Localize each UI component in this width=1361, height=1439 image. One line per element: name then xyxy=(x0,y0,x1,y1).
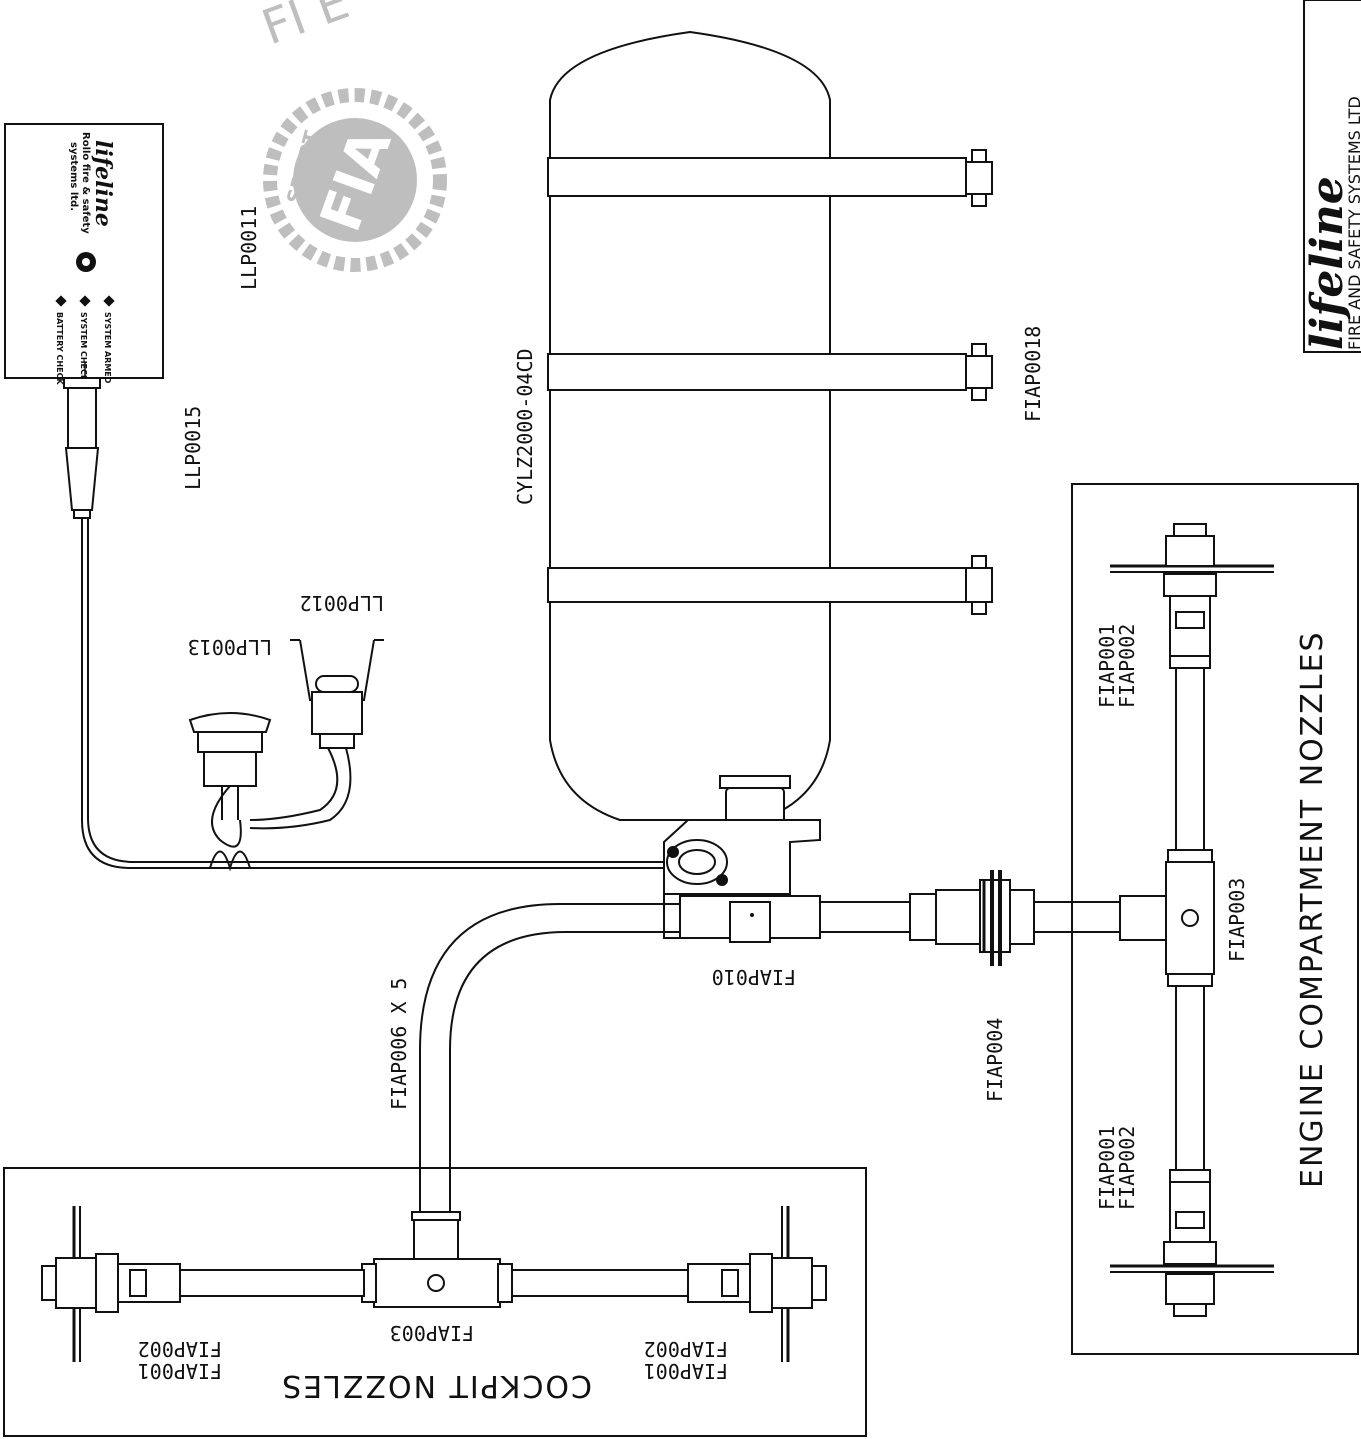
label-pull-handle: LLP0013 xyxy=(188,635,272,659)
label-control-box: LLP0011 xyxy=(237,206,261,290)
label-cylinder: CYLZ2000-04CD xyxy=(513,348,537,505)
label-cockpit-nozzle-left-a: FIAP001 xyxy=(138,1359,222,1383)
cockpit-nozzles-section xyxy=(3,1167,867,1437)
engine-tee-assembly xyxy=(1119,655,1215,1183)
extinguisher-cylinder xyxy=(547,30,993,825)
lifeline-logo-block: lifeline FIRE AND SAFETY SYSTEMS LTD xyxy=(1302,0,1361,353)
label-engine-nozzle-top-b: FIAP002 xyxy=(1115,624,1139,708)
label-engine-nozzle-bottom-b: FIAP002 xyxy=(1115,1126,1139,1210)
indicator-check-label: SYSTEM CHECK xyxy=(79,312,88,382)
gauge-bezel xyxy=(719,775,791,789)
cylinder-valve xyxy=(663,819,821,943)
cockpit-nozzle-left xyxy=(41,1206,181,1362)
logo-brand: lifeline xyxy=(1302,176,1353,350)
label-cockpit-nozzle-right-b: FIAP002 xyxy=(644,1337,728,1361)
indicator-armed-label: SYSTEM ARMED xyxy=(103,312,112,384)
cockpit-section-title: COCKPIT NOZZLES xyxy=(280,1368,592,1403)
cylinder-strap xyxy=(547,555,993,615)
label-control-cable: LLP0015 xyxy=(181,406,205,490)
cockpit-tee-assembly xyxy=(179,1211,689,1308)
label-engine-tee: FIAP003 xyxy=(1225,878,1249,962)
fia-watermark-seal: FIA SPORT FI E xyxy=(255,0,447,272)
control-cable xyxy=(63,377,680,869)
engine-nozzle-top xyxy=(1110,523,1274,657)
engine-section-title: ENGINE COMPARTMENT NOZZLES xyxy=(1295,630,1330,1188)
label-pipe: FIAP006 X 5 xyxy=(387,978,411,1110)
pressure-gauge-icon xyxy=(725,787,785,825)
bulkhead-fitting xyxy=(979,870,1121,966)
label-cockpit-nozzle-left-b: FIAP002 xyxy=(138,1337,222,1361)
push-button xyxy=(249,639,384,830)
control-box-line2: systems ltd. xyxy=(68,142,79,211)
engine-feed-pipe xyxy=(819,889,981,945)
label-cockpit-nozzle-right-a: FIAP001 xyxy=(644,1359,728,1383)
cylinder-strap xyxy=(547,343,993,401)
logo-tagline: FIRE AND SAFETY SYSTEMS LTD xyxy=(1345,96,1361,350)
label-engine-nozzle-top-a: FIAP001 xyxy=(1095,624,1119,708)
cockpit-feed-pipe xyxy=(419,903,680,1215)
control-box-line1: Rollo fire & safety xyxy=(80,132,91,234)
label-cockpit-tee: FIAP003 xyxy=(390,1321,474,1345)
label-engine-nozzle-bottom-a: FIAP001 xyxy=(1095,1126,1119,1210)
cylinder-strap xyxy=(547,149,993,207)
cockpit-nozzle-right xyxy=(687,1206,827,1362)
indicator-battery-label: BATTERY CHECK xyxy=(55,312,64,385)
engine-nozzle-bottom xyxy=(1110,1181,1274,1317)
control-box: lifeline Rollo fire & safety systems ltd… xyxy=(4,123,164,385)
watermark-corner-text: FI E xyxy=(255,0,356,56)
label-bracket: FIAP0018 xyxy=(1021,326,1045,422)
label-push-button: LLP0012 xyxy=(300,591,384,615)
pull-handle xyxy=(188,712,272,872)
engine-nozzles-section xyxy=(1071,483,1359,1355)
label-bulkhead: FIAP004 xyxy=(983,1018,1007,1102)
label-valve: FIAP010 xyxy=(712,965,796,989)
control-box-brand: lifeline xyxy=(90,140,116,227)
